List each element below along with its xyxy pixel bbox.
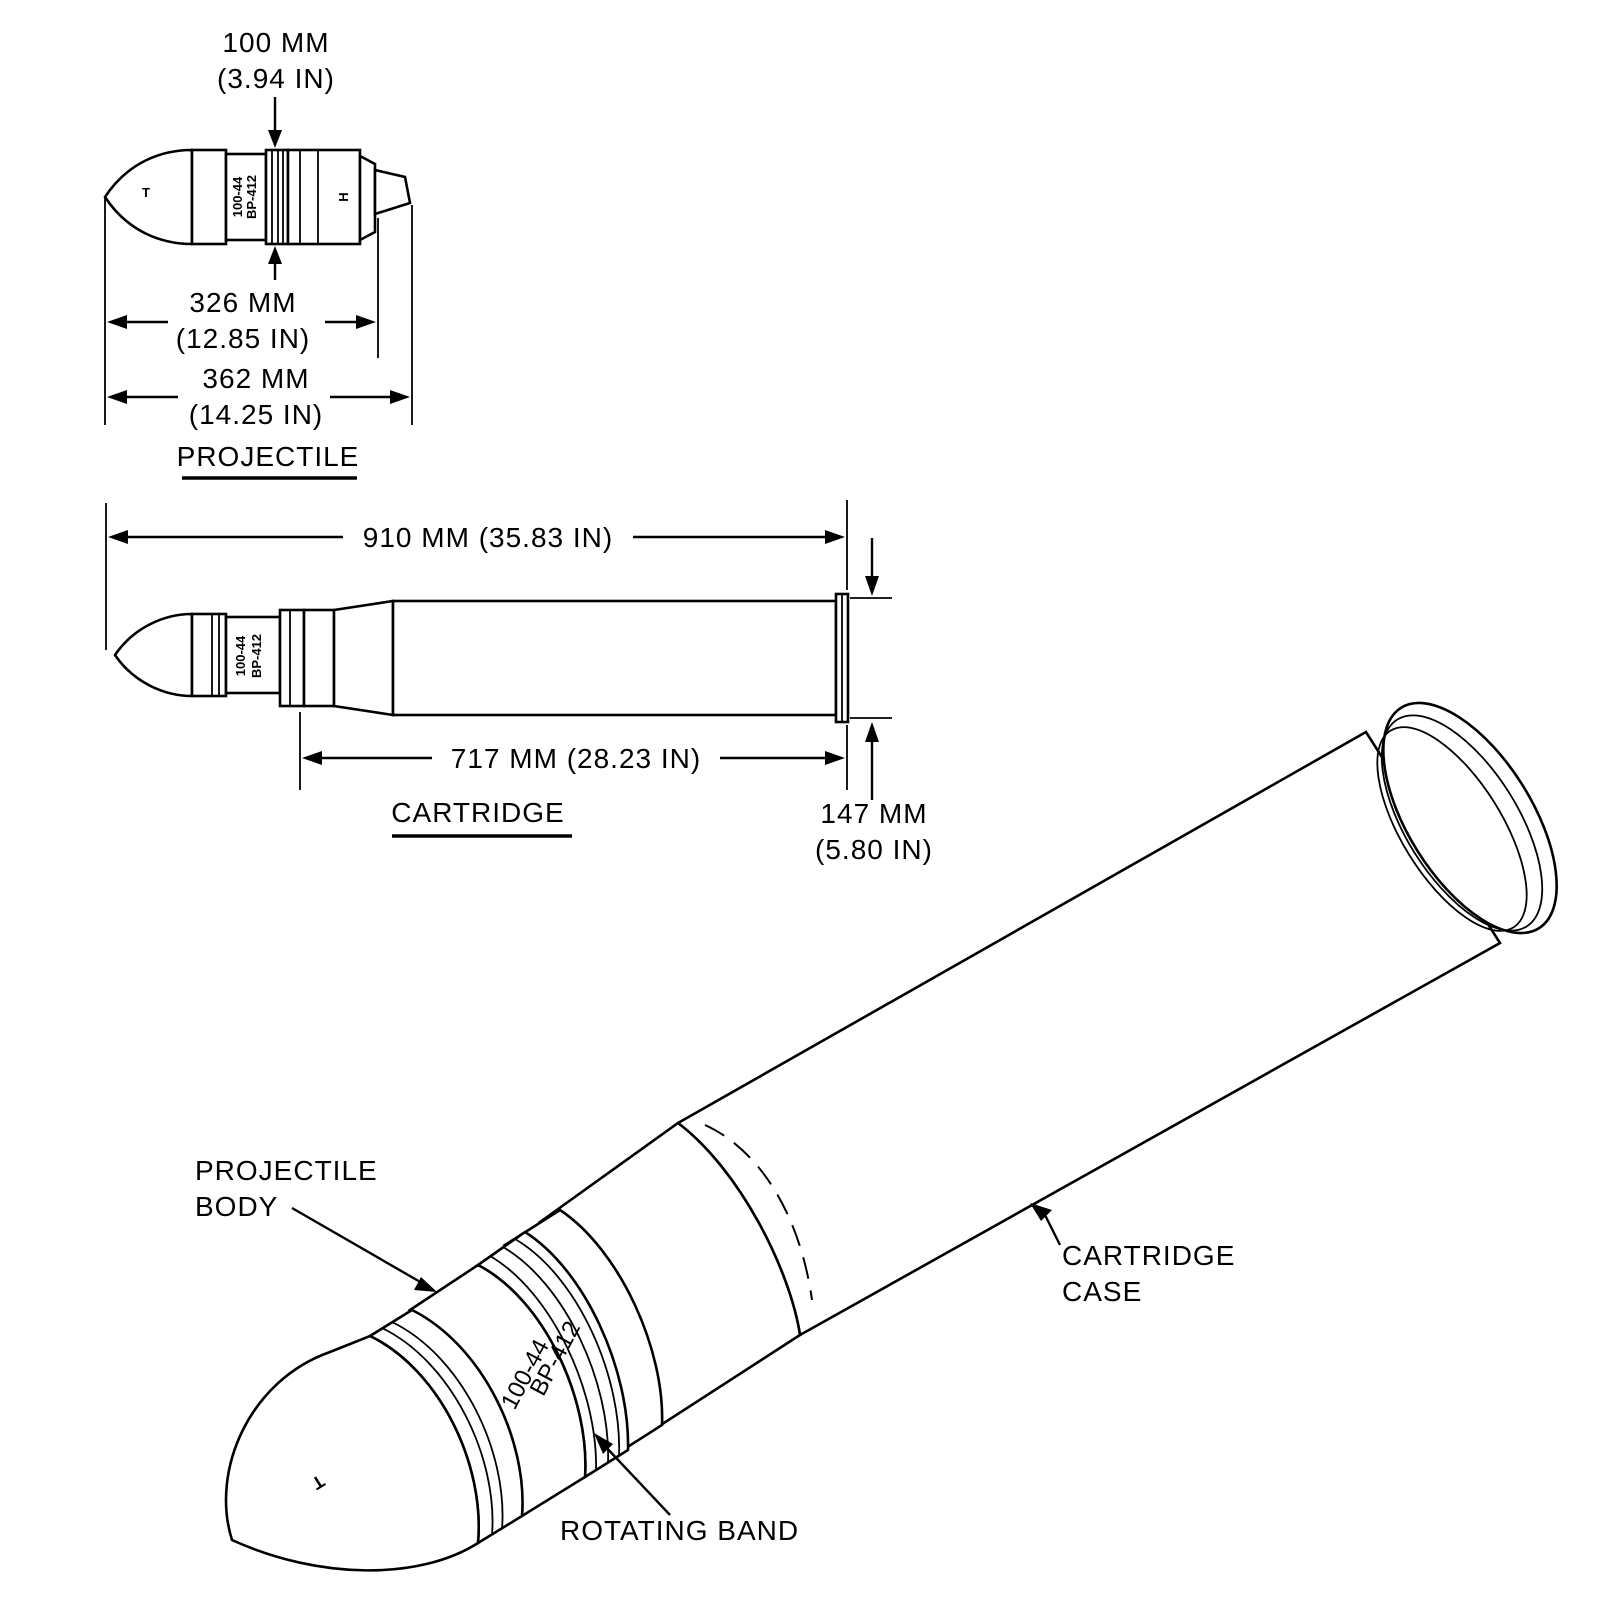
isometric-callouts: PROJECTILE BODY CARTRIDGE CASE ROTATING … [195,1155,1235,1546]
projectile-boat-tail [358,153,377,243]
cartridge-projectile-nose [113,612,194,698]
projectile-diameter-in: (3.94 IN) [217,63,335,94]
projectile-base-letter: H [336,192,351,201]
iso-case-rim-outer [1382,701,1558,935]
cartridge-case-length: 717 MM (28.23 IN) [451,743,701,774]
projectile-nose-letter: T [142,185,150,200]
cartridge-projectile-body [224,615,282,695]
projectile-caption: PROJECTILE [177,441,360,472]
cartridge-rim-diameter-in: (5.80 IN) [815,834,933,865]
projectile-rotating-band [264,148,290,246]
cartridge-projectile-bourrelet [190,612,228,698]
label-cartridge-case-line2: CASE [1062,1276,1142,1307]
cartridge-caption: CARTRIDGE [391,797,564,828]
cartridge-dimensions: 910 MM (35.83 IN) 717 MM (28.23 IN) 147 … [105,500,933,865]
cartridge-marking-2: BP-412 [249,634,264,678]
cartridge-isometric-view: T 100-44 BP-412 [224,701,1558,1572]
cartridge-case-shoulder [332,599,395,717]
projectile-body-length-in: (12.85 IN) [176,323,311,354]
cartridge-overall-length: 910 MM (35.83 IN) [363,522,613,553]
cartridge-rim-diameter-mm: 147 MM [820,798,927,829]
cartridge-case-neck-2 [302,608,336,708]
cartridge-side-view: 100-44 BP-412 [113,592,850,724]
iso-projectile-nose [224,1334,481,1572]
projectile-bourrelet [190,148,228,246]
projectile-body-length-mm: 326 MM [189,287,296,318]
projectile-side-view: T H 100-44 BP-412 [103,148,412,246]
label-rotating-band: ROTATING BAND [560,1515,799,1546]
projectile-overall-length-mm: 362 MM [202,363,309,394]
label-projectile-body-line1: PROJECTILE [195,1155,378,1186]
label-cartridge-case-line1: CARTRIDGE [1062,1240,1235,1271]
projectile-diameter-mm: 100 MM [222,27,329,58]
cartridge-case-neck [278,608,306,708]
label-projectile-body-line2: BODY [195,1191,278,1222]
cartridge-marking-1: 100-44 [233,635,248,676]
cartridge-case-body [391,599,838,717]
projectile-marking-1: 100-44 [230,176,245,217]
projectile-overall-length-in: (14.25 IN) [189,399,324,430]
projectile-dimensions: 100 MM (3.94 IN) 326 MM (12.85 IN) 362 M… [104,27,413,480]
projectile-base-fuze [373,168,412,216]
projectile-marking-2: BP-412 [244,175,259,219]
